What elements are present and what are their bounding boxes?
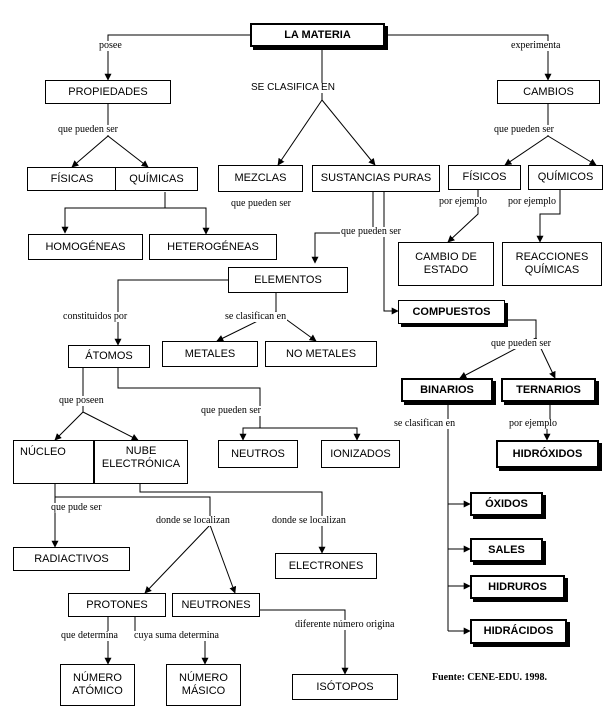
node-propiedades: PROPIEDADES	[45, 80, 171, 104]
node-elementos: ELEMENTOS	[228, 267, 348, 293]
node-neutrones: NEUTRONES	[172, 593, 260, 617]
edge-atomos-nube	[82, 411, 139, 441]
node-fisicos: FÍSICOS	[448, 165, 521, 190]
node-quimicos: QUÍMICOS	[528, 165, 603, 190]
node-atomos: ÁTOMOS	[68, 345, 150, 368]
node-fisicas: FÍSICAS	[27, 167, 117, 191]
edge-atomos-ionizados	[260, 427, 361, 441]
node-compuestos: COMPUESTOS	[398, 300, 505, 324]
node-heterogeneas: HETEROGÉNEAS	[149, 234, 277, 260]
node-cambios: CAMBIOS	[497, 80, 600, 104]
node-isotopos: ISÓTOPOS	[292, 674, 398, 700]
edge-elem-atomos	[114, 279, 228, 346]
edge-experimenta	[385, 34, 552, 81]
edge-neutr-isotopos	[260, 609, 349, 675]
edge-atomos-iones	[117, 368, 261, 441]
node-numero-atomico: NÚMERO ATÓMICO	[60, 664, 135, 706]
source-caption: Fuente: CENE-EDU. 1998.	[432, 672, 547, 683]
node-neutros: NEUTROS	[218, 440, 298, 468]
link-que-pueden-ser-propiedades: que pueden ser	[57, 124, 119, 135]
node-sustancias-puras: SUSTANCIAS PURAS	[312, 165, 440, 192]
edge-cambios-quimicos	[547, 135, 597, 166]
node-ionizados: IONIZADOS	[321, 440, 400, 468]
node-radiactivos: RADIACTIVOS	[13, 547, 130, 571]
link-que-determina: que determina	[60, 630, 119, 641]
link-por-ejemplo-quimicos: por ejemplo	[507, 196, 558, 207]
node-la-materia: LA MATERIA	[250, 23, 385, 47]
link-que-pude-ser: que pude ser	[50, 502, 103, 513]
node-homogeneas: HOMOGÉNEAS	[28, 234, 143, 260]
node-sales: SALES	[470, 538, 543, 562]
edge-sust-compuestos	[383, 192, 399, 315]
edge-bin-oxidos	[447, 402, 470, 631]
link-que-poseen: que poseen	[58, 395, 105, 406]
link-por-ejemplo-fisicos: por ejemplo	[438, 196, 489, 207]
link-que-pueden-ser-sustancias: que pueden ser	[340, 226, 402, 237]
node-reacciones-quimicas: REACCIONES QUÍMICAS	[502, 242, 602, 286]
link-experimenta: experimenta	[510, 40, 562, 51]
node-nube-electronica: NUBE ELECTRÓNICA	[94, 440, 188, 484]
link-que-pueden-ser-mezclas: que pueden ser	[230, 198, 292, 209]
edge-posee	[104, 34, 250, 81]
link-diferente-numero-origina: diferente número origina	[294, 619, 396, 630]
link-posee: posee	[98, 40, 123, 51]
node-oxidos: ÓXIDOS	[470, 492, 543, 516]
node-nucleo: NÚCLEO	[13, 440, 94, 484]
node-electrones: ELECTRONES	[275, 553, 377, 579]
link-constituidos-por: constituidos por	[62, 311, 129, 322]
link-que-pueden-ser-atomos: que pueden ser	[200, 405, 262, 416]
node-no-metales: NO METALES	[265, 341, 377, 367]
node-binarios: BINARIOS	[401, 378, 493, 402]
node-ternarios: TERNARIOS	[501, 378, 596, 402]
node-cambio-de-estado: CAMBIO DE ESTADO	[398, 242, 494, 286]
edge-quimicos-reacciones	[536, 190, 561, 243]
edge-nucleo-neutrones	[209, 524, 237, 594]
node-quimicas: QUÍMICAS	[115, 167, 198, 191]
link-que-pueden-ser-compuestos: que pueden ser	[490, 338, 552, 349]
edge-clasifica-mezclas	[277, 48, 323, 166]
edge-nucleo-branch	[55, 496, 211, 594]
node-mezclas: MEZCLAS	[218, 165, 303, 192]
edge-mezclas-hetero	[165, 207, 210, 235]
link-se-clasifican-en-elementos: se clasifican en	[224, 311, 288, 322]
edge-comp-binarios	[459, 319, 537, 379]
edge-clasifica-sustancias	[321, 99, 376, 166]
link-donde-se-localizan-nube: donde se localizan	[271, 515, 347, 526]
node-hidracidos: HIDRÁCIDOS	[470, 619, 567, 644]
link-se-clasifican-en-binarios: se clasifican en	[393, 418, 457, 429]
edge-mezclas-branch	[61, 192, 166, 234]
edge-prop-fisicas	[71, 104, 109, 168]
link-se-clasifica-en: SE CLASIFICA EN	[250, 82, 336, 93]
node-hidruros: HIDRUROS	[470, 575, 565, 599]
node-metales: METALES	[162, 341, 258, 367]
node-numero-masico: NÚMERO MÁSICO	[166, 664, 241, 706]
node-hidroxidos: HIDRÓXIDOS	[496, 440, 599, 468]
link-por-ejemplo-ternarios: por ejemplo	[508, 418, 559, 429]
link-donde-se-localizan-nucleo: donde se localizan	[155, 515, 231, 526]
link-que-pueden-ser-cambios: que pueden ser	[493, 124, 555, 135]
link-cuya-suma-determina: cuya suma determina	[133, 630, 220, 641]
edge-prop-quimicas	[107, 135, 149, 168]
node-protones: PROTONES	[68, 593, 166, 617]
